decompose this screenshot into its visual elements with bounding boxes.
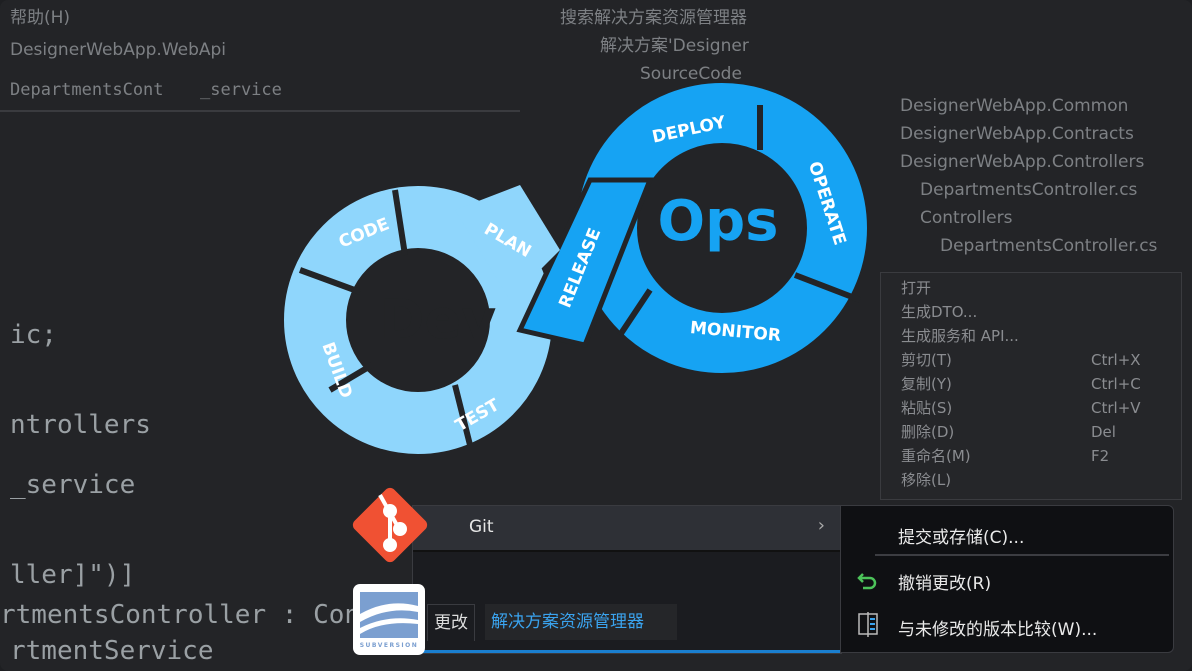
undo-icon	[857, 573, 877, 590]
tab-solution-explorer[interactable]: 解决方案资源管理器	[485, 604, 677, 640]
git-menu-panel: Git › 更改 解决方案资源管理器	[412, 505, 842, 654]
subversion-logo-icon: SUBVERSION	[353, 584, 425, 655]
member-dropdown[interactable]: _service	[200, 80, 282, 100]
context-menu-item[interactable]: 生成服务和 API...	[901, 327, 1019, 345]
chevron-right-icon: ›	[817, 515, 825, 536]
menu-item-undo-changes[interactable]: 撤销更改(R)	[898, 574, 992, 594]
git-label: Git	[469, 517, 494, 537]
menu-item-compare-unmodified[interactable]: 与未修改的版本比较(W)...	[898, 620, 1098, 640]
plan-segment	[455, 185, 560, 300]
release-band	[516, 177, 654, 348]
code-line: _service	[10, 470, 136, 500]
context-menu-item[interactable]: 粘贴(S)	[901, 399, 953, 417]
tree-item[interactable]: SourceCode	[640, 64, 742, 84]
context-menu-item[interactable]: 复制(Y)	[901, 375, 952, 393]
code-line: rtmentService	[10, 636, 214, 666]
context-menu-item[interactable]: 打开	[901, 279, 932, 297]
git-submenu: 提交或存储(C)... 撤销更改(R) 与未修改的版本比较(W)...	[840, 505, 1174, 653]
context-menu-item[interactable]: 移除(L)	[901, 471, 952, 489]
context-menu-item[interactable]: 剪切(T)	[901, 351, 952, 369]
background-context-menu: 打开生成DTO... 生成服务和 API... 剪切(T) Ctrl+X 复制(Y) Ct…	[880, 272, 1182, 500]
shortcut-label: Ctrl+C	[1091, 375, 1141, 393]
code-line: ic;	[10, 320, 57, 350]
shortcut-label: Del	[1091, 423, 1116, 441]
tree-item[interactable]: DepartmentsController.cs	[940, 236, 1158, 256]
accent-line	[413, 650, 841, 653]
tree-item[interactable]: DesignerWebApp.Controllers	[900, 152, 1145, 172]
shortcut-label: Ctrl+V	[1091, 399, 1141, 417]
ops-text: Ops	[657, 189, 778, 254]
separator	[875, 554, 1169, 556]
code-line: ller]")]	[10, 560, 136, 590]
tree-item[interactable]: 解决方案'Designer	[600, 36, 749, 56]
compare-icon	[858, 612, 878, 637]
project-selector: DesignerWebApp.WebApi	[10, 40, 227, 60]
tree-item[interactable]: DesignerWebApp.Common	[900, 96, 1129, 116]
menu-help: 帮助(H)	[10, 8, 71, 28]
shortcut-label: Ctrl+X	[1091, 351, 1141, 369]
svg-text:SUBVERSION: SUBVERSION	[360, 642, 419, 649]
tab-changes[interactable]: 更改	[427, 604, 475, 641]
tree-item[interactable]: DepartmentsController.cs	[920, 180, 1138, 200]
git-menu-item[interactable]: Git ›	[413, 506, 841, 552]
dev-text: Dev	[380, 288, 497, 351]
tree-item[interactable]: DesignerWebApp.Contracts	[900, 124, 1134, 144]
class-dropdown[interactable]: DepartmentsCont	[10, 80, 164, 100]
context-menu-item[interactable]: 删除(D)	[901, 423, 955, 441]
menu-item-commit[interactable]: 提交或存储(C)...	[898, 528, 1025, 548]
shortcut-label: F2	[1091, 447, 1110, 465]
context-menu-item[interactable]: 重命名(M)	[901, 447, 971, 465]
code-line: ntrollers	[10, 410, 151, 440]
context-menu-item[interactable]: 生成DTO...	[901, 303, 978, 321]
git-logo-icon	[352, 487, 428, 563]
tree-item[interactable]: Controllers	[920, 208, 1013, 228]
dev-ring	[284, 186, 552, 454]
solution-search[interactable]: 搜索解决方案资源管理器	[560, 8, 747, 28]
